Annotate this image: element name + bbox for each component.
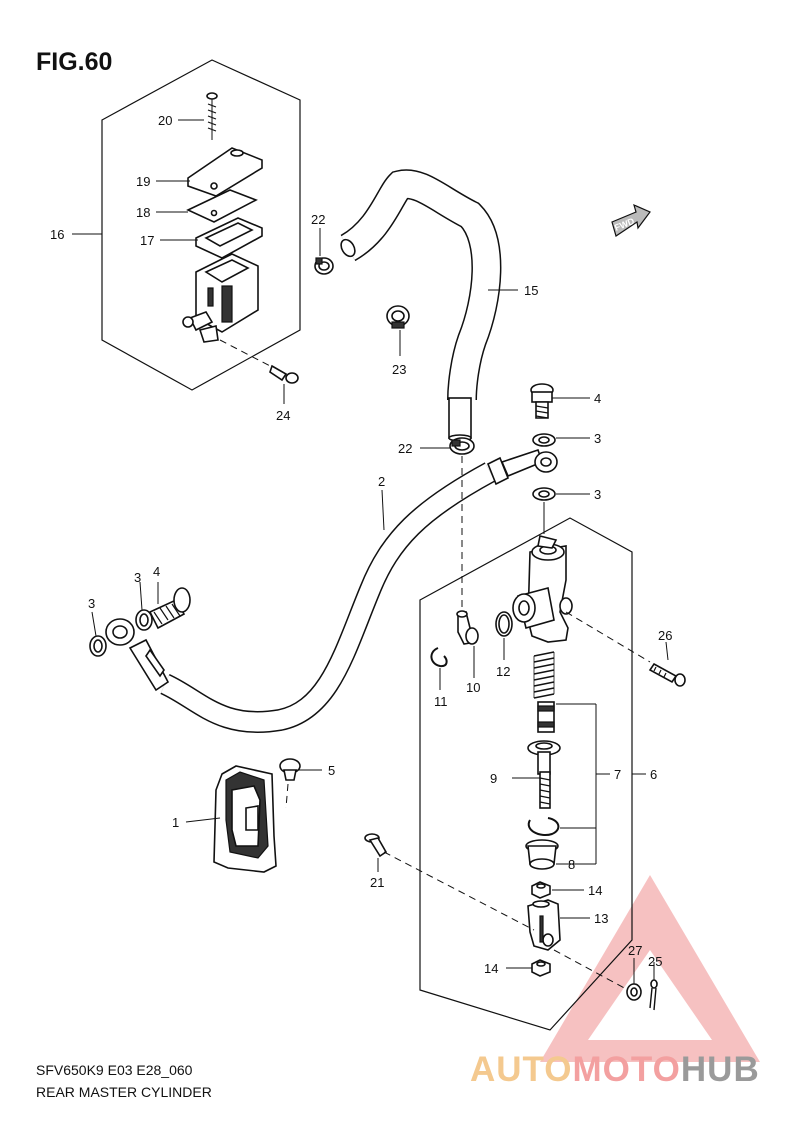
hose-clamp-lower: [449, 437, 475, 455]
callout-5: 5: [328, 763, 335, 778]
reservoir-bolt: [219, 339, 299, 384]
callout-3-lower: 3: [594, 487, 601, 502]
leader-lines: [72, 119, 669, 984]
callout-11: 11: [434, 694, 448, 709]
brake-hose: [105, 448, 558, 733]
lock-nut-lower: [531, 959, 551, 977]
callout-24: 24: [276, 408, 290, 423]
callout-1: 1: [172, 815, 179, 830]
fwd-arrow-icon: FWD: [611, 203, 651, 237]
callout-22-upper: 22: [311, 212, 325, 227]
callout-3-left-outer: 3: [88, 596, 95, 611]
cotter-pin: [649, 979, 658, 1011]
callout-10: 10: [466, 680, 480, 695]
push-rod: [527, 740, 561, 809]
reservoir-screw: [206, 92, 218, 140]
watermark-logo: AUTOMOTOHUB: [470, 1050, 760, 1090]
clevis-pin: [364, 833, 629, 991]
model-code: SFV650K9 E03 E28_060: [36, 1062, 193, 1078]
circlip-connector: [430, 647, 448, 668]
callout-18: 18: [136, 205, 150, 220]
reservoir-body: [182, 253, 259, 343]
heel-guard-screw: [279, 758, 301, 809]
callout-19: 19: [136, 174, 150, 189]
callout-6: 6: [650, 767, 657, 782]
callout-8: 8: [568, 857, 575, 872]
callout-23: 23: [392, 362, 406, 377]
callout-12: 12: [496, 664, 510, 679]
master-cylinder-outline: [419, 517, 633, 1031]
reservoir-hose: [339, 169, 502, 442]
callout-25: 25: [648, 954, 662, 969]
circlip-piston: [527, 817, 560, 836]
reservoir-plate: [186, 189, 258, 223]
callout-4-right: 4: [594, 391, 601, 406]
callout-17: 17: [140, 233, 154, 248]
callout-16: 16: [50, 227, 64, 242]
callout-22-lower: 22: [398, 441, 412, 456]
callout-26: 26: [658, 628, 672, 643]
banjo-bolt-right: [530, 383, 554, 419]
callout-15: 15: [524, 283, 538, 298]
callout-3-upper: 3: [594, 431, 601, 446]
hose-clamp-middle: [386, 305, 410, 329]
boot: [525, 839, 559, 870]
hose-connector: [456, 610, 479, 645]
heel-guard: [213, 765, 277, 873]
callout-27: 27: [628, 943, 642, 958]
reservoir-kit-outline: [101, 59, 301, 391]
callout-21: 21: [370, 875, 384, 890]
lock-nut-upper: [531, 881, 551, 899]
callout-20: 20: [158, 113, 172, 128]
watermark-triangle: [540, 875, 760, 1062]
master-cylinder-bolt: [565, 611, 686, 687]
callout-7: 7: [614, 767, 621, 782]
watermark-hub: HUB: [680, 1050, 760, 1089]
master-cylinder-body: [512, 535, 573, 643]
reservoir-cap: [187, 147, 263, 197]
callout-13: 13: [594, 911, 608, 926]
watermark-auto: AUTO: [470, 1050, 573, 1089]
hose-clamp-upper: [314, 257, 334, 275]
figure-title: FIG.60: [36, 48, 113, 76]
banjo-bolt-left: [148, 587, 191, 630]
callout-3-left-inner: 3: [134, 570, 141, 585]
callout-9: 9: [490, 771, 497, 786]
piston-spring: [533, 651, 555, 699]
figure-name: REAR MASTER CYLINDER: [36, 1084, 212, 1100]
watermark-moto: MOTO: [572, 1050, 681, 1089]
callout-2: 2: [378, 474, 385, 489]
callout-14-lower: 14: [484, 961, 498, 976]
clevis: [527, 899, 561, 951]
piston: [537, 701, 555, 733]
callout-14-upper: 14: [588, 883, 602, 898]
callout-4-left: 4: [153, 564, 160, 579]
